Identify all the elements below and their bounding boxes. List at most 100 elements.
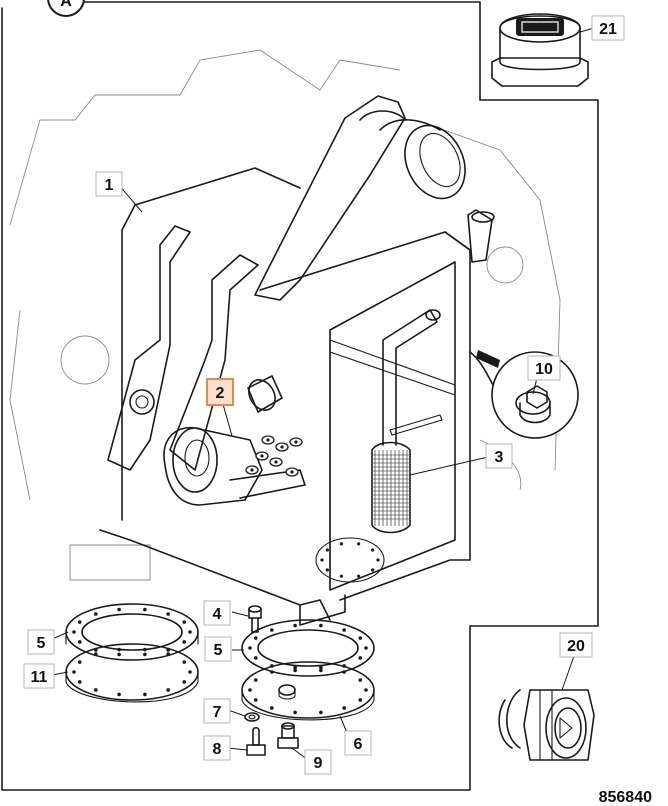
bolt-hole — [117, 647, 121, 652]
bolt-hole — [325, 568, 329, 572]
union-fittings — [245, 435, 303, 477]
strainer-mesh — [373, 450, 409, 526]
bolt-hole — [293, 668, 297, 673]
bolt-hole — [72, 630, 76, 634]
bolt-hole — [293, 665, 297, 670]
callouts: 1 2 3 4 5 5 6 7 — [23, 15, 625, 775]
bolt-hole — [166, 648, 170, 652]
bolt-hole — [166, 652, 170, 656]
callout-2-highlighted: 2 — [206, 378, 234, 406]
plug-item-9 — [277, 722, 299, 749]
fitting-bore — [250, 468, 254, 472]
callout-20: 20 — [559, 632, 593, 658]
bolt-hole — [358, 678, 363, 682]
callout-1: 1 — [95, 171, 123, 197]
bolt-hole — [143, 652, 147, 657]
bolt-hole — [270, 664, 274, 668]
bolt-hole — [376, 558, 380, 562]
view-label-text: A — [60, 0, 72, 10]
bolt-hole — [358, 656, 363, 660]
bolt-hole — [182, 660, 187, 664]
bolt-hole — [325, 548, 329, 552]
bolt-hole — [166, 688, 170, 692]
callout-8: 8 — [203, 735, 231, 761]
fitting-bore — [260, 454, 264, 458]
svg-text:5: 5 — [214, 642, 223, 659]
bolt-hole — [358, 636, 363, 640]
bolt-hole — [253, 678, 258, 682]
jcb-logo — [516, 18, 564, 36]
bolt-hole — [342, 628, 346, 632]
bolt-hole — [77, 680, 82, 684]
bolt-hole — [253, 636, 258, 640]
callout-4: 4 — [203, 600, 231, 626]
svg-text:7: 7 — [213, 704, 222, 721]
svg-text:10: 10 — [535, 361, 553, 378]
washer-item-7 — [244, 712, 260, 722]
cover-gasket-left — [65, 603, 199, 661]
bolt-hole — [320, 558, 324, 562]
svg-text:9: 9 — [314, 755, 323, 772]
bolt-hole — [270, 706, 274, 710]
bolt-hole — [248, 688, 252, 692]
return-fittings — [163, 375, 306, 506]
fitting-bore — [274, 460, 278, 464]
svg-text:5: 5 — [37, 635, 46, 652]
bolt-hole — [143, 607, 147, 612]
svg-text:1: 1 — [105, 177, 114, 194]
svg-text:11: 11 — [31, 669, 48, 686]
bolt-hole — [94, 652, 98, 656]
bolt-hole — [293, 623, 297, 628]
bolt-hole — [94, 688, 98, 692]
bolt-hole — [94, 612, 98, 616]
bolt-hole — [182, 640, 187, 644]
bolt-hole — [358, 698, 363, 702]
bolt-holes-right — [248, 623, 368, 715]
bolt-item-8 — [246, 726, 266, 756]
bolt-hole — [319, 668, 323, 673]
bolt-hole — [342, 706, 346, 710]
bolt-hole — [188, 630, 192, 634]
detail-inset-21 — [491, 13, 589, 87]
fitting-bore — [266, 438, 270, 442]
fitting-bore — [290, 470, 294, 474]
svg-text:4: 4 — [213, 606, 222, 623]
leader-lines — [47, 27, 595, 761]
bolt-hole — [117, 652, 121, 657]
bolt-item-4 — [248, 605, 262, 633]
mounting-bracket-plates — [107, 225, 259, 471]
bolt-hole — [357, 542, 361, 546]
svg-text:20: 20 — [567, 638, 585, 655]
bolt-hole — [319, 710, 323, 715]
callout-21: 21 — [591, 15, 625, 41]
callout-11: 11 — [23, 663, 55, 689]
bolt-hole — [248, 646, 252, 650]
bolt-hole — [253, 698, 258, 702]
filler-neck — [467, 209, 495, 263]
bolt-hole — [94, 648, 98, 652]
bolt-hole — [342, 664, 346, 668]
bolt-hole — [182, 680, 187, 684]
bolt-hole — [253, 656, 258, 660]
tank-base-flange — [315, 537, 385, 583]
bolt-hole — [117, 692, 121, 697]
callout-3: 3 — [485, 443, 513, 469]
hydraulic-tank — [99, 167, 471, 626]
bolt-hole — [364, 688, 368, 692]
callout-5-left: 5 — [27, 629, 55, 655]
detail-inset-10 — [469, 350, 579, 439]
cover-plate-right — [241, 661, 375, 721]
detail-inset-20 — [498, 689, 595, 761]
bolt-hole — [166, 612, 170, 616]
drawing-number: 856840 — [599, 789, 652, 806]
bolt-hole — [319, 665, 323, 670]
chassis-background — [9, 49, 561, 581]
bolt-hole — [319, 623, 323, 628]
bolt-hole — [182, 620, 187, 624]
bolt-holes-left — [72, 607, 192, 697]
bolt-hole — [188, 670, 192, 674]
bolt-hole — [339, 542, 343, 546]
bolt-hole — [143, 647, 147, 652]
